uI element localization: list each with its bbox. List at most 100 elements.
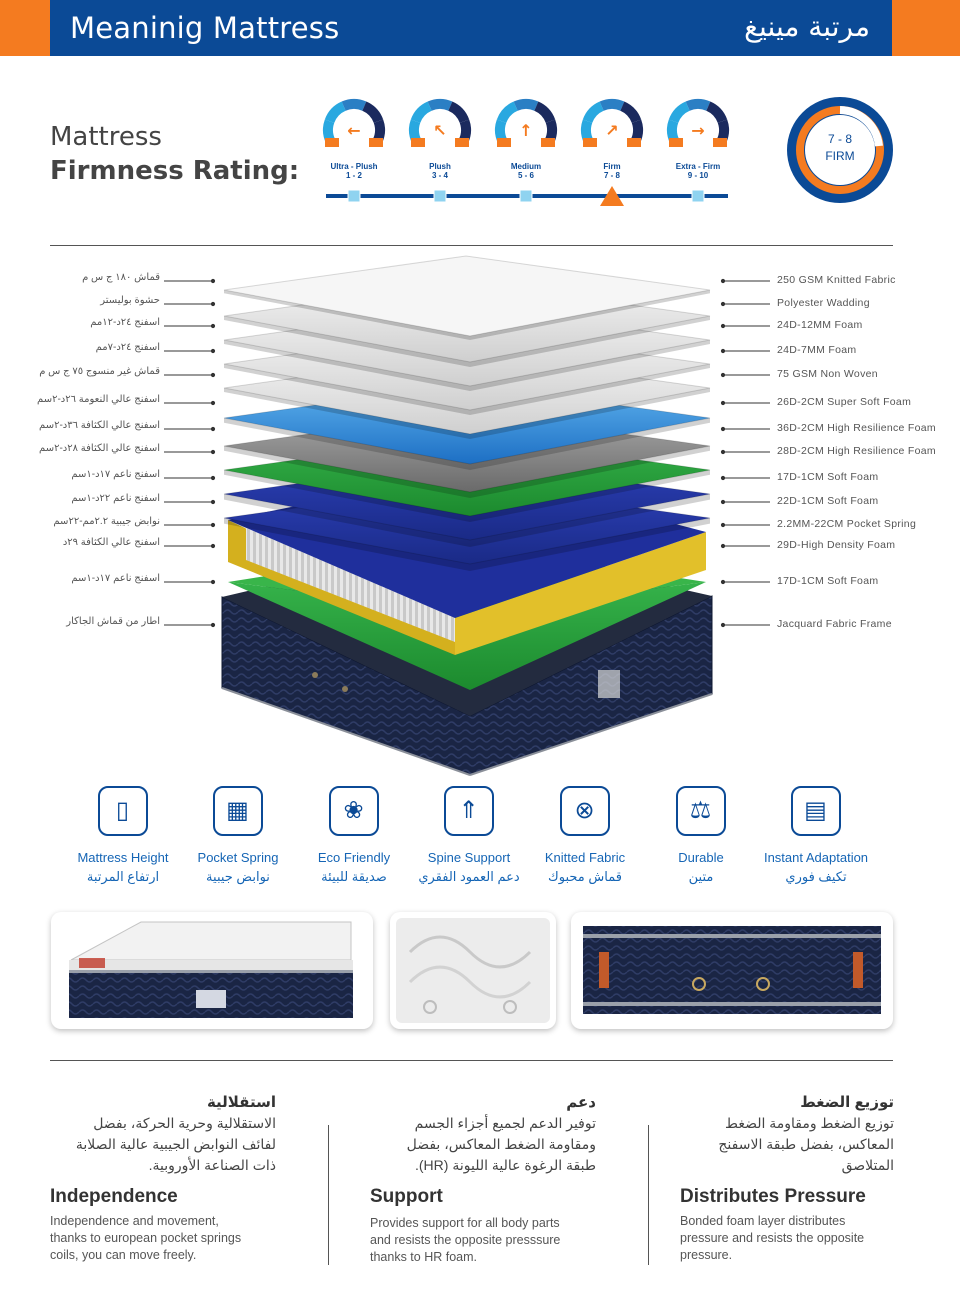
benefit-title-independence: Independence	[50, 1186, 178, 1207]
feature-glyph: ▦	[226, 796, 249, 824]
gauge-center	[681, 113, 715, 147]
layer-label-en: 250 GSM Knitted Fabric	[777, 274, 896, 286]
layer-label-ar: حشوة بوليستر	[100, 295, 160, 306]
firmness-scale	[326, 186, 728, 206]
leader-dot	[210, 475, 216, 481]
layer-label-ar: اسفنج عالي النعومة ٢٦د-٢سم	[37, 394, 160, 405]
leader-dot	[720, 543, 726, 549]
feature-label-en: Instant Adaptation	[763, 850, 869, 865]
page-title-arabic: مرتبة مينيغ	[744, 10, 870, 43]
leader-dot	[720, 400, 726, 406]
benefit-en-line: Provides support for all body parts	[370, 1216, 560, 1230]
layer-label-en: 2.2MM-22CM Pocket Spring	[777, 518, 917, 530]
gauge-name: Extra - Firm	[675, 162, 721, 171]
gauge-arrow-icon: ↗	[605, 121, 618, 140]
benefit-ar-line: طبقة الرغوة عالية الليونة (HR).	[414, 1157, 596, 1173]
benefit-title-pressure: Distributes Pressure	[680, 1186, 866, 1207]
gauge-name: Firm	[603, 162, 621, 171]
column-divider-2	[648, 1125, 649, 1265]
gauge-segment	[427, 99, 453, 111]
page-title: Meaninig Mattress	[70, 11, 340, 45]
benefit-title-support: Support	[370, 1186, 443, 1207]
benefit-ar-body: الاستقلالية وحرية الحركة، بفضل لفائف الن…	[48, 1113, 276, 1176]
gauge-3: ↗	[581, 99, 643, 147]
feature-glyph: ⊗	[574, 796, 595, 824]
gauge-foot	[583, 138, 597, 147]
feature-label-ar: تكيف فوري	[785, 869, 847, 884]
layer-label-ar: اسفنج عالي الكثافة ٢٨د-٢سم	[39, 443, 160, 454]
gauge-name: Ultra - Plush	[330, 162, 378, 171]
feature-label-en: Pocket Spring	[197, 850, 279, 865]
benefit-en-line: Bonded foam layer distributes	[680, 1214, 846, 1228]
benefit-support-arabic: دعم توفير الدعم لجميع أجزاء الجسم ومقاوم…	[368, 1093, 596, 1176]
layer-label-ar: اسفنج عالي الكثافة ٢٩د	[62, 537, 160, 548]
feature-instant-adaptation: ▤ Instant Adaptation تكيف فوري	[746, 786, 886, 885]
feature-label-en: Durable	[678, 850, 724, 865]
firmness-badge	[787, 97, 893, 203]
benefit-ar-line: الاستقلالية وحرية الحركة، بفضل	[93, 1115, 276, 1131]
leader-dot	[210, 348, 216, 354]
mattress-height-icon: ▯	[98, 786, 148, 836]
feature-label-ar: دعم العمود الفقري	[418, 869, 520, 884]
gauge-1: ↖	[409, 99, 471, 147]
fabric-closeup-illustration	[396, 918, 550, 1023]
gauge-name: Plush	[429, 162, 451, 171]
badge-word: FIRM	[825, 149, 855, 163]
layer-label-ar: قماش ١٨٠ ج س م	[82, 272, 160, 283]
leader-dot	[720, 301, 726, 307]
gauge-foot	[455, 138, 469, 147]
leader-dot	[720, 278, 726, 284]
benefit-en-line: coils, you can move freely.	[50, 1248, 197, 1262]
gauge-label-firm: Firm 7 - 8	[572, 162, 652, 180]
leader-dot	[720, 323, 726, 329]
leader-dot	[720, 499, 726, 505]
gauge-arrow-icon: ←	[347, 121, 360, 140]
benefit-ar-body: توفير الدعم لجميع أجزاء الجسم ومقاومة ال…	[368, 1113, 596, 1176]
gauge-arrow-icon: →	[691, 121, 704, 140]
feature-glyph: ❀	[343, 796, 364, 824]
header-title-bar: Meaninig Mattress مرتبة مينيغ	[50, 0, 892, 56]
layer-label-en: 75 GSM Non Woven	[777, 368, 878, 380]
benefit-body-independence: Independence and movement, thanks to eur…	[50, 1213, 286, 1264]
benefit-ar-title: توزيع الضغط	[800, 1094, 894, 1111]
gauge-segment	[496, 101, 519, 124]
leader-dot	[210, 372, 216, 378]
gauge-foot	[411, 138, 425, 147]
gauge-arrow-icon: ↑	[519, 121, 532, 140]
gauge-foot	[627, 138, 641, 147]
gauge-center	[509, 113, 543, 147]
layer-label-ar: اسفنج ٢٤د-٧مم	[95, 342, 160, 353]
firmness-gauges: ← ↖ ↑ ↗ → Ultra - Plush 1 - 2 Plush 3 - 4 Me…	[320, 96, 732, 216]
benefit-ar-body: توزيع الضغط ومقاومة الضغط المعاكس، بفضل …	[666, 1113, 894, 1176]
leader-dot	[720, 579, 726, 585]
gauge-range: 1 - 2	[345, 171, 362, 180]
feature-label-en: Spine Support	[427, 850, 511, 865]
jacquard-side-illustration	[583, 926, 881, 1014]
gauge-segment	[361, 101, 384, 124]
eco-friendly-icon: ❀	[329, 786, 379, 836]
instant-adaptation-icon: ▤	[791, 786, 841, 836]
leader-dot	[210, 400, 216, 406]
layer-label-en: 22D-1CM Soft Foam	[777, 495, 879, 507]
feature-label-en: Knitted Fabric	[544, 850, 626, 865]
benefit-ar-title: استقلالية	[206, 1094, 276, 1111]
gauge-segment	[324, 101, 347, 124]
benefit-ar-line: المعاكس، بفضل طبقة الاسفنج	[718, 1136, 894, 1152]
layer-label-ar: اسفنج عالي الكثافة ٣٦د-٢سم	[39, 420, 160, 431]
layer-label-en: 26D-2CM Super Soft Foam	[777, 396, 912, 408]
gauge-label-medium: Medium 5 - 6	[486, 162, 566, 180]
layer-label-en: 28D-2CM High Resilience Foam	[777, 445, 936, 457]
mattress-full-photo-illustration	[69, 921, 353, 1018]
gauge-center	[595, 113, 629, 147]
gauge-range: 3 - 4	[431, 171, 448, 180]
leader-dot	[210, 622, 216, 628]
gauge-segment	[705, 101, 728, 124]
leader-dot	[210, 301, 216, 307]
feature-label-ar: قماش محبوك	[548, 869, 622, 884]
badge-center	[805, 115, 875, 185]
benefit-en-line: pressure and resists the opposite	[680, 1231, 865, 1245]
